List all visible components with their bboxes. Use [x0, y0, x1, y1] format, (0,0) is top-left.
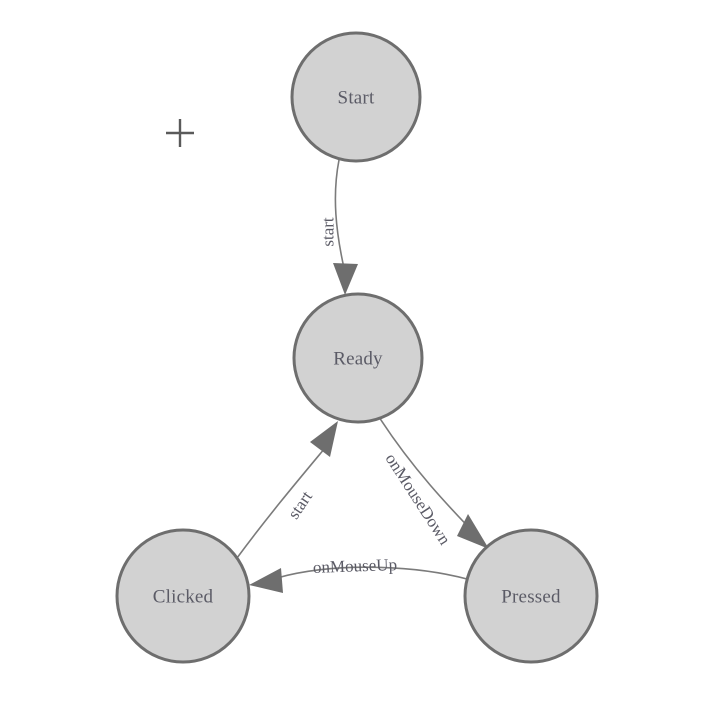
- arrowhead-pressed-topleft: [457, 514, 489, 549]
- edge-path-clicked-to-ready: [236, 447, 326, 559]
- edge-path-pressed-to-clicked: [276, 566, 468, 580]
- crosshair-cursor-icon: [166, 119, 194, 147]
- edge-label-pressed-to-clicked: onMouseUp: [313, 555, 398, 577]
- node-clicked[interactable]: Clicked: [115, 528, 251, 664]
- arrowhead-ready-bottomleft: [310, 421, 338, 457]
- node-start[interactable]: Start: [290, 31, 422, 163]
- node-circle-pressed[interactable]: [463, 528, 599, 664]
- node-ready[interactable]: Ready: [292, 292, 424, 424]
- edge-clicked-to-ready[interactable]: start: [236, 421, 338, 559]
- node-label-clicked: Clicked: [153, 587, 214, 608]
- node-pressed[interactable]: Pressed: [463, 528, 599, 664]
- edge-start-to-ready[interactable]: start: [319, 159, 359, 295]
- edge-path-start-to-ready: [334, 159, 345, 269]
- node-label-start: Start: [338, 88, 375, 109]
- node-circle-clicked[interactable]: [115, 528, 251, 664]
- node-circle-start[interactable]: [290, 31, 422, 163]
- node-circle-ready[interactable]: [292, 292, 424, 424]
- arrowhead-ready-top: [333, 263, 358, 295]
- node-label-pressed: Pressed: [501, 587, 561, 608]
- edge-label-ready-to-pressed: onMouseDown: [381, 450, 454, 549]
- edge-ready-to-pressed[interactable]: onMouseDown: [378, 416, 489, 549]
- edge-label-start-to-ready: start: [319, 217, 338, 247]
- edge-pressed-to-clicked[interactable]: onMouseUp: [249, 555, 468, 593]
- arrowhead-clicked-right: [249, 568, 283, 593]
- node-label-ready: Ready: [333, 349, 383, 370]
